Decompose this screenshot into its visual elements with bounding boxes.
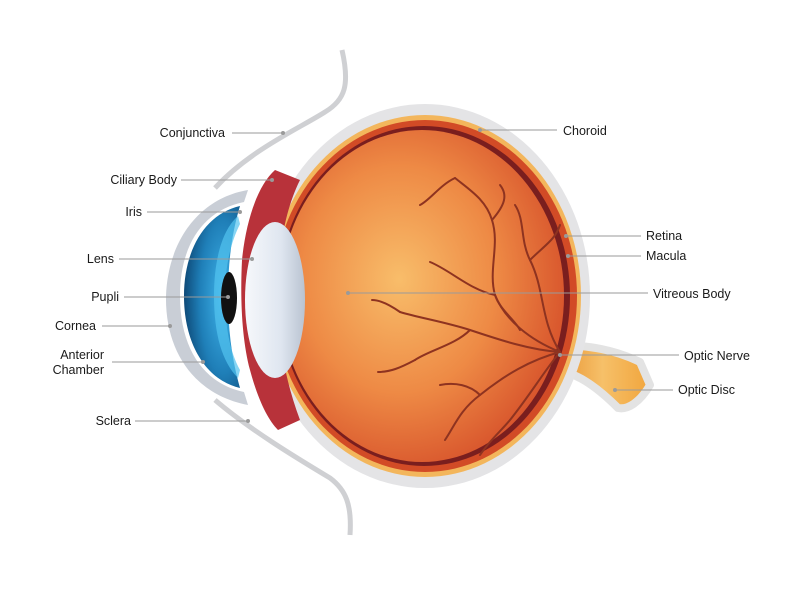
lens-shape: [245, 222, 305, 378]
label-iris: Iris: [125, 205, 142, 219]
label-optic-nerve: Optic Nerve: [684, 349, 750, 363]
label-conjunctiva: Conjunctiva: [159, 126, 225, 140]
label-sclera: Sclera: [95, 414, 131, 428]
label-ciliary-body: Ciliary Body: [110, 173, 177, 187]
label-anterior-chamber-line2: Chamber: [52, 363, 104, 377]
label-lens: Lens: [86, 252, 114, 266]
conjunctiva-lower: [213, 398, 353, 536]
vitreous-body-shape: [280, 130, 564, 462]
label-choroid: Choroid: [563, 124, 607, 138]
label-retina: Retina: [646, 229, 683, 243]
label-vitreous-body: Vitreous Body: [653, 287, 731, 301]
label-macula: Macula: [646, 249, 687, 263]
label-cornea: Cornea: [55, 319, 96, 333]
label-pupil: Pupli: [91, 290, 119, 304]
retinal-vessels: [371, 177, 561, 456]
leader-dots: [168, 128, 617, 423]
cornea-shape: [165, 190, 248, 405]
label-optic-disc: Optic Disc: [678, 383, 735, 397]
conjunctiva-upper: [213, 49, 349, 190]
leader-lines-right: [348, 129, 679, 391]
leader-lines-left: [102, 132, 283, 422]
label-anterior-chamber-line1: Anterior: [60, 348, 104, 362]
